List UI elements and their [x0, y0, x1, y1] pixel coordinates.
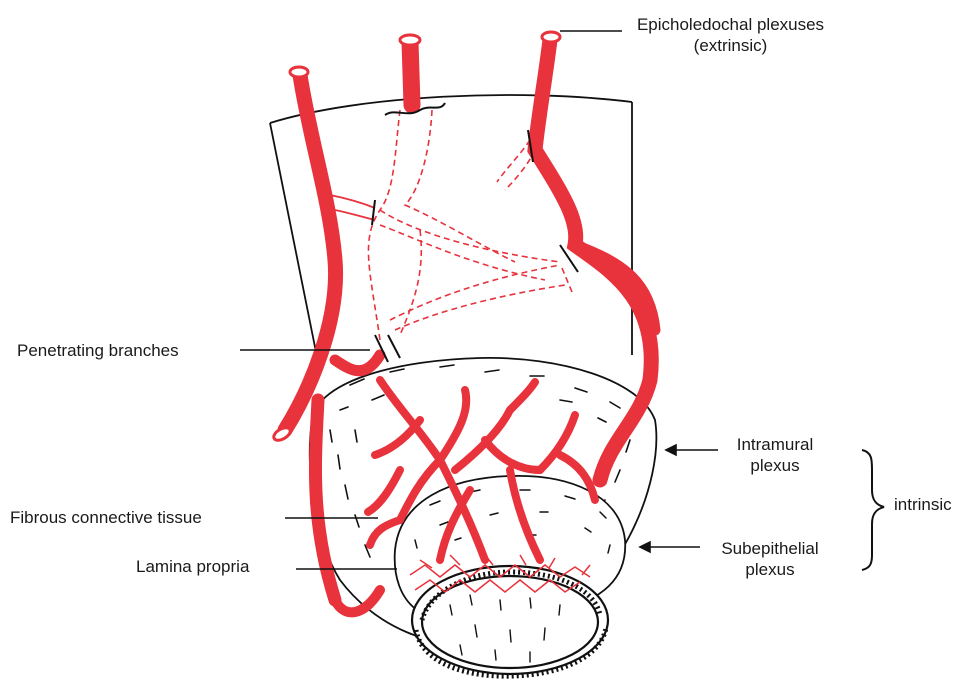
- label-subepithelial-line1: Subepithelial: [705, 538, 835, 559]
- label-intrinsic: intrinsic: [894, 494, 952, 515]
- label-lamina-propria: Lamina propria: [136, 556, 249, 577]
- label-epicholedochal-line1: Epicholedochal plexuses: [628, 14, 833, 35]
- label-intramural-line2: plexus: [720, 455, 830, 476]
- label-intramural-line1: Intramural: [720, 434, 830, 455]
- thin-vessel-connectors: [330, 195, 375, 220]
- vessel-penetrating: [335, 355, 380, 371]
- label-subepithelial-line2: plexus: [705, 559, 835, 580]
- label-intramural-plexus: Intramural plexus: [720, 434, 830, 476]
- intrinsic-brace: [862, 450, 884, 570]
- vessel-middle: [410, 42, 412, 105]
- label-subepithelial-plexus: Subepithelial plexus: [705, 538, 835, 580]
- vessel-ligation-ticks: [372, 103, 578, 362]
- label-epicholedochal: Epicholedochal plexuses (extrinsic): [628, 14, 833, 56]
- label-epicholedochal-line2: (extrinsic): [628, 35, 833, 56]
- label-fibrous-connective-tissue: Fibrous connective tissue: [10, 507, 202, 528]
- label-penetrating-branches: Penetrating branches: [17, 340, 179, 361]
- vessel-left: [285, 75, 336, 430]
